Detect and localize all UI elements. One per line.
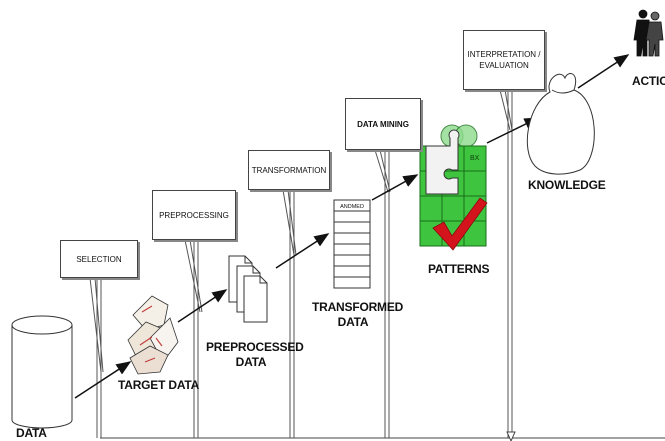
process-arrows bbox=[74, 54, 630, 399]
transformation-step-box: TRANSFORMATION bbox=[248, 150, 330, 190]
table-header-label: ANDMED bbox=[340, 204, 364, 210]
data-mining-step-label: DATA MINING bbox=[357, 119, 409, 129]
svg-text:BX: BX bbox=[470, 155, 480, 162]
data-mining-step-box: DATA MINING bbox=[345, 98, 421, 150]
interpretation-step-label-line1: INTERPRETATION / bbox=[467, 50, 541, 59]
baseline-end-arrow bbox=[506, 431, 516, 441]
knowledge-label: KNOWLEDGE bbox=[528, 178, 606, 192]
money-bag-icon bbox=[526, 73, 595, 175]
transformation-step-label: TRANSFORMATION bbox=[251, 165, 327, 175]
interpretation-step-label-line2: EVALUATION bbox=[479, 61, 529, 70]
transformed-data-label: TRANSFORMED DATA bbox=[312, 300, 404, 329]
preprocessing-step-box: PREPROCESSING bbox=[152, 190, 236, 240]
database-cylinder-icon bbox=[11, 315, 73, 429]
paper-stack-icon bbox=[127, 295, 179, 375]
target-data-label: TARGET DATA bbox=[118, 378, 200, 392]
selection-step-label: SELECTION bbox=[76, 254, 122, 264]
preprocessing-step-label: PREPROCESSING bbox=[159, 210, 229, 220]
documents-icon bbox=[228, 255, 268, 323]
callout-lines bbox=[89, 89, 513, 373]
patterns-label: PATTERNS bbox=[428, 262, 490, 276]
action-label: ACTION bbox=[632, 74, 665, 88]
puzzle-icon: BX + bbox=[419, 124, 487, 247]
checkmark-icon bbox=[432, 197, 488, 251]
table-icon bbox=[333, 199, 371, 289]
preprocessed-data-label: PREPROCESSED DATA bbox=[206, 340, 304, 369]
people-icon bbox=[633, 9, 664, 57]
data-label: DATA bbox=[16, 426, 47, 440]
selection-step-box: SELECTION bbox=[60, 240, 138, 278]
interpretation-step-box: INTERPRETATION / EVALUATION bbox=[463, 30, 545, 90]
